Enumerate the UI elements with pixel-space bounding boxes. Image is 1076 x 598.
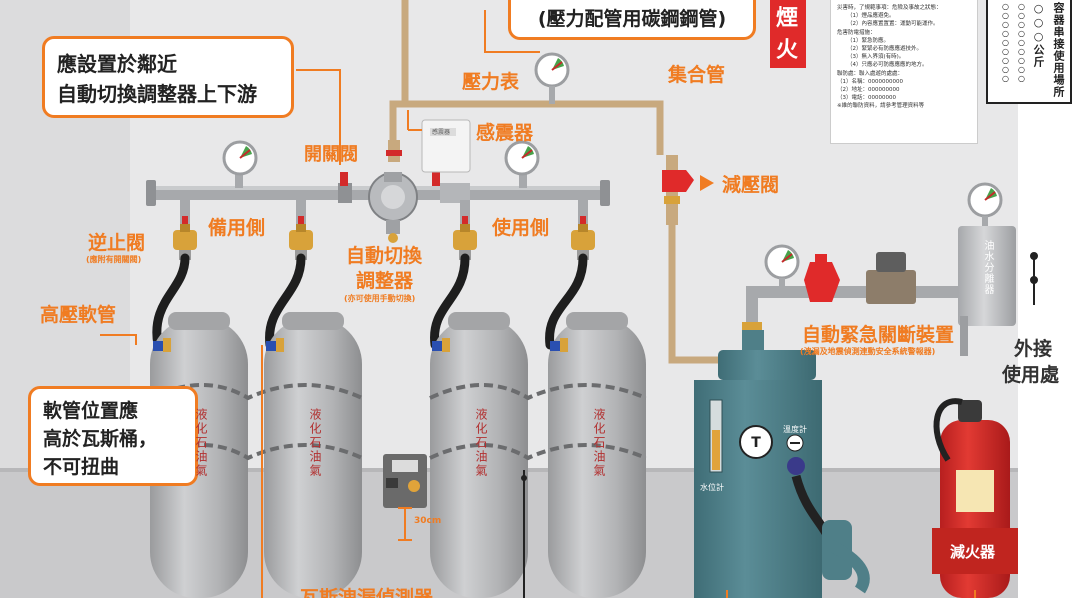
reducing-valve — [662, 155, 694, 225]
extinguisher-graphic — [932, 398, 1018, 598]
cylinder-2-text: 液化石油氣 — [308, 408, 322, 478]
notice-line: ※維的聯防資料，請參考管理資料等 — [837, 103, 925, 110]
extinguisher-label: 減火器 — [950, 543, 996, 561]
label-auto-regulator-1: 自動切換 — [346, 245, 423, 267]
leader-lines — [100, 10, 976, 598]
notice-line: （3）電話：00000000 — [837, 95, 896, 102]
notice-line: （2）緊緊必有防應應遊技外。 — [847, 46, 923, 53]
pipe-caption: (壓力配管用碳鋼鋼管) — [537, 8, 727, 30]
label-high-pressure-hose: 高壓軟管 — [40, 304, 117, 326]
label-reducing-valve: 減壓閥 — [722, 174, 780, 196]
label-auto-regulator-note: (亦可使用手動切換) — [344, 294, 416, 303]
label-manifold: 集合管 — [668, 64, 726, 86]
vaporizer-tank: T — [694, 330, 870, 598]
notice-line: （3）無入界須(有時)。 — [847, 54, 905, 61]
seismic-sensor-box — [407, 110, 471, 173]
label-standby-side: 備用側 — [208, 217, 266, 239]
manifold-valves — [340, 140, 440, 186]
notice-line: （2）地址：000000000 — [837, 87, 900, 94]
callout-install-line-2: 自動切換調整器上下游 — [57, 82, 257, 106]
label-emergency-note: (洩漏及地震偵測連動安全系統警報器) — [800, 347, 936, 356]
notice-line: （1）煙品應避免。 — [847, 13, 895, 20]
sign-column-4: ○○○○○○○○○ — [1001, 2, 1010, 83]
branch-pipes — [180, 170, 588, 230]
sign-column-1: 容器串接使用場所 — [1052, 2, 1065, 98]
notice-line: 危害防電措施： — [837, 29, 876, 36]
label-use-side: 使用側 — [492, 217, 550, 239]
detector-pointer-dot — [521, 475, 527, 481]
label-external-1: 外接 — [1014, 338, 1053, 360]
tank-temp-label: 溫度計 — [783, 425, 807, 434]
cylinder-3-text: 液化石油氣 — [474, 408, 488, 478]
label-seismic-sensor: 感震器 — [476, 122, 534, 144]
external-line — [1030, 252, 1038, 305]
label-auto-regulator-2: 調整器 — [356, 270, 414, 292]
notice-line: （1）名稱：0000000000 — [837, 78, 903, 85]
separator-text: 油水分離器 — [982, 240, 993, 295]
label-check-valve-note: (應附有開關閥) — [86, 255, 142, 264]
callout-hose-line-2: 高於瓦斯桶， — [43, 428, 158, 450]
shutoff-line — [742, 252, 973, 336]
label-gas-detector: 瓦斯洩漏偵測器 — [300, 587, 434, 598]
storage-sign: 容器串接使用場所 ○○○公斤 ○○○○○○○○○ ○○○○○○○○○ — [986, 0, 1072, 104]
svg-text:T: T — [751, 435, 761, 451]
no-fire-sign: 煙 火 — [770, 0, 806, 68]
label-distance: 30cm — [414, 516, 442, 526]
tank-level-label: 水位計 — [700, 483, 724, 492]
safety-notice: 災害時，了規範事項：危險及事故之狀態： （1）煙品應避免。 （2）內容應置置置：… — [830, 0, 978, 144]
gas-detector-graphic — [383, 454, 427, 541]
callout-hose-line-1: 軟管位置應 — [43, 400, 139, 422]
callout-hose-line-3: 不可扭曲 — [43, 456, 120, 478]
label-check-valve: 逆止閥 — [88, 232, 146, 254]
pressure-gauges — [222, 52, 1003, 292]
copper-pipes — [389, 0, 720, 364]
notice-line: 災害時，了規範事項：危險及事故之狀態： — [837, 5, 942, 11]
callout-install-location: 應設置於鄰近 自動切換調整器上下游 — [42, 36, 294, 118]
notice-line: （2）內容應置置置：運動可能運作。 — [847, 21, 939, 28]
sign-column-3: ○○○○○○○○○ — [1017, 2, 1026, 83]
pipe-caption-box: (壓力配管用碳鋼鋼管) — [508, 0, 756, 40]
seismic-box-text: 感震器 — [432, 129, 451, 136]
hoses — [152, 253, 588, 350]
label-pressure-gauge: 壓力表 — [462, 71, 520, 93]
reducing-valve-arrow — [700, 175, 714, 191]
label-open-close-valve: 開關閥 — [304, 144, 358, 165]
callout-install-line-1: 應設置於鄰近 — [57, 52, 177, 76]
sign-column-2: ○○○公斤 — [1032, 2, 1045, 68]
notice-line: （4）只應必可防應應應的地方。 — [847, 62, 928, 69]
oil-water-separator — [958, 226, 1016, 356]
label-external-2: 使用處 — [1002, 364, 1060, 386]
label-emergency-shutoff: 自動緊急關斷裝置 — [802, 324, 955, 346]
no-fire-char-1: 煙 — [776, 6, 799, 31]
auto-regulator — [368, 172, 418, 243]
callout-hose-position: 軟管位置應 高於瓦斯桶， 不可扭曲 — [28, 386, 198, 486]
no-fire-char-2: 火 — [776, 38, 799, 63]
cylinder-1-text: 液化石油氣 — [194, 408, 208, 478]
notice-line: （1）緊急防應。 — [847, 37, 889, 44]
notice-line: 聯防處：聯入處遊的處處： — [837, 70, 904, 77]
cylinder-4-text: 液化石油氣 — [592, 408, 606, 478]
